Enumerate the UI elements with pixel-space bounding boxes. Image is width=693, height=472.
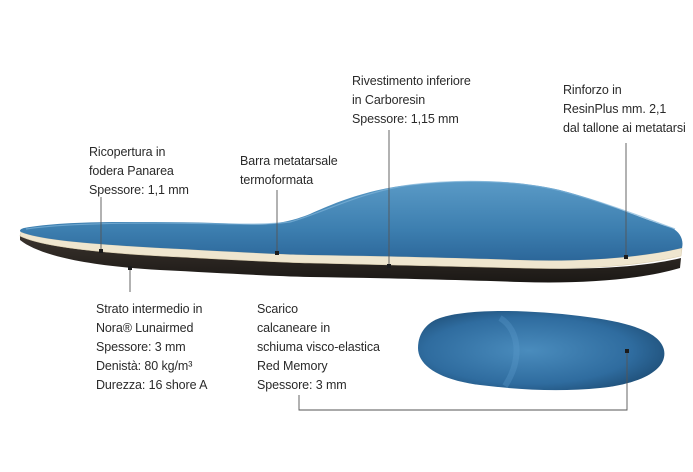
callout-line: in Carboresin xyxy=(352,93,426,107)
dot-scarico xyxy=(625,349,629,353)
callout-line: Durezza: 16 shore A xyxy=(96,378,208,392)
callout-rivestimento: Rivestimento inferiore in Carboresin Spe… xyxy=(352,72,471,129)
leader-scarico xyxy=(298,352,628,411)
callout-line: Ricopertura in xyxy=(89,145,166,159)
callout-line: Strato intermedio in xyxy=(96,302,203,316)
callout-line: calcaneare in xyxy=(257,321,331,335)
callout-line: Barra metatarsale xyxy=(240,154,338,168)
callout-ricopertura: Ricopertura in fodera Panarea Spessore: … xyxy=(89,143,189,200)
callout-barra: Barra metatarsale termoformata xyxy=(240,152,338,190)
blue-top-cover xyxy=(20,181,683,261)
insole-top-view-arch xyxy=(498,315,520,388)
dot-rinforzo xyxy=(624,255,628,259)
leader-dots xyxy=(99,249,629,353)
sole-bottom-layer xyxy=(20,236,681,283)
callout-line: Nora® Lunairmed xyxy=(96,321,194,335)
callout-line: Spessore: 3 mm xyxy=(257,378,347,392)
callout-line: Spessore: 1,15 mm xyxy=(352,112,459,126)
dot-rivestimento xyxy=(387,264,391,268)
dot-ricopertura xyxy=(99,249,103,253)
callout-scarico: Scarico calcaneare in schiuma visco-elas… xyxy=(257,300,380,395)
insole-top-view xyxy=(418,311,665,391)
callout-line: fodera Panarea xyxy=(89,164,174,178)
callout-line: Rivestimento inferiore xyxy=(352,74,471,88)
callout-line: schiuma visco-elastica xyxy=(257,340,380,354)
callout-line: Red Memory xyxy=(257,359,328,373)
top-edge-highlight xyxy=(25,180,676,230)
callout-line: ResinPlus mm. 2,1 xyxy=(563,102,667,116)
callout-line: Spessore: 1,1 mm xyxy=(89,183,189,197)
callout-line: Denistà: 80 kg/m³ xyxy=(96,359,193,373)
dot-strato xyxy=(128,266,132,270)
callout-line: dal tallone ai metatarsi xyxy=(563,121,686,135)
callout-strato: Strato intermedio in Nora® Lunairmed Spe… xyxy=(96,300,207,395)
dot-barra xyxy=(275,251,279,255)
callout-line: Spessore: 3 mm xyxy=(96,340,186,354)
callout-line: termoformata xyxy=(240,173,314,187)
callout-line: Rinforzo in xyxy=(563,83,622,97)
callout-line: Scarico xyxy=(257,302,298,316)
leader-lines xyxy=(100,130,628,411)
callout-rinforzo: Rinforzo in ResinPlus mm. 2,1 dal tallon… xyxy=(563,81,686,138)
